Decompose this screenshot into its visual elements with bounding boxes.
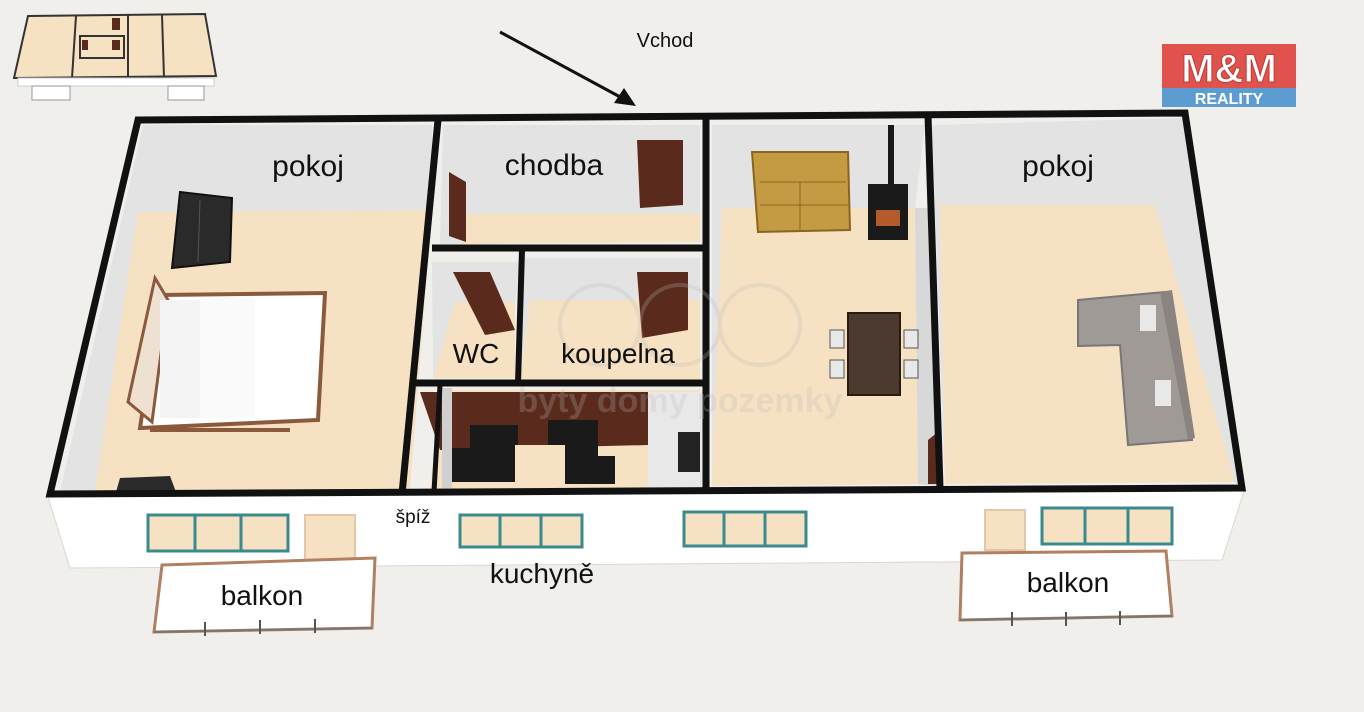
sideboard-icon	[750, 151, 852, 234]
brand-logo: M&M REALITY	[1162, 44, 1296, 108]
label-bathroom: koupelna	[561, 338, 675, 369]
kitchen-area	[420, 388, 703, 488]
minimap-thumbnail	[12, 12, 218, 101]
watermark: byty domy pozemky	[518, 283, 843, 420]
balcony-door-right	[984, 509, 1026, 551]
entrance-arrow	[499, 30, 636, 106]
label-room-right: pokoj	[1022, 150, 1094, 183]
label-hallway: chodba	[505, 149, 604, 182]
logo-brand-text: M&M	[1181, 47, 1277, 91]
balcony-right	[958, 549, 1174, 626]
label-wc: WC	[453, 338, 500, 369]
sofa-icon	[1077, 290, 1195, 447]
window-left	[146, 513, 290, 553]
window-middle	[682, 510, 808, 548]
dining-table-icon	[829, 312, 919, 396]
stove-icon	[868, 125, 908, 240]
window-right	[1040, 506, 1174, 546]
logo-sub-text: REALITY	[1195, 91, 1264, 108]
label-kitchen: kuchyně	[490, 558, 594, 589]
label-entrance: Vchod	[637, 30, 694, 52]
cabinet-icon	[116, 476, 176, 492]
bed-icon	[126, 273, 328, 432]
watermark-text: byty domy pozemky	[518, 382, 843, 420]
label-pantry: špíž	[396, 507, 431, 528]
wardrobe-icon	[170, 190, 234, 270]
window-kitchen	[458, 513, 584, 549]
label-balcony-left: balkon	[221, 580, 304, 611]
balcony-door-left	[304, 514, 356, 566]
label-room-left: pokoj	[272, 150, 344, 183]
facade	[47, 487, 1246, 569]
doors	[449, 140, 938, 484]
walls	[45, 109, 1247, 498]
balcony-left	[152, 556, 377, 636]
label-balcony-right: balkon	[1027, 567, 1110, 598]
